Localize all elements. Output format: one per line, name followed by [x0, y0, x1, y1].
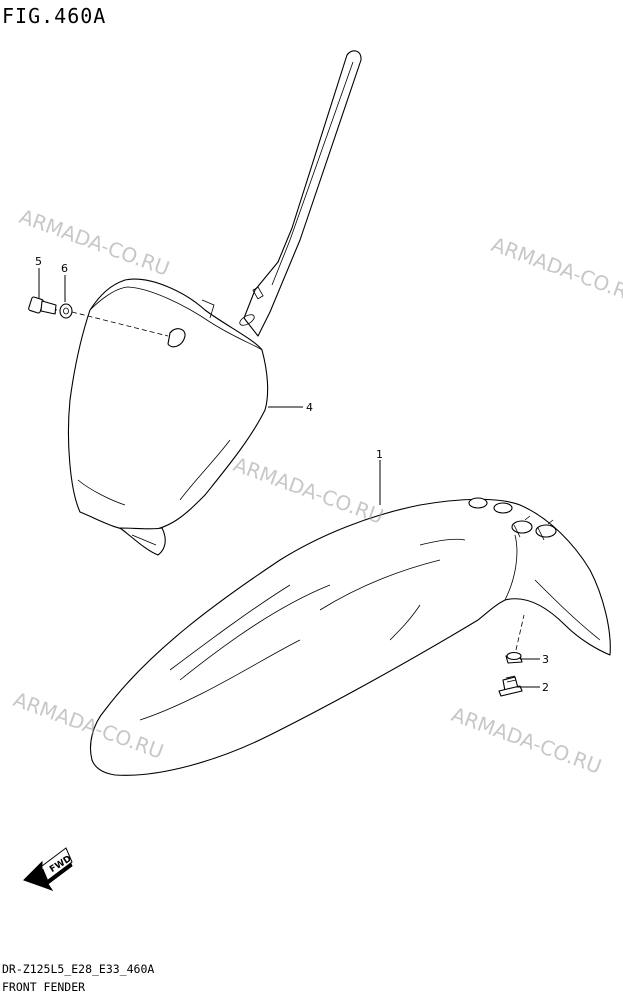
bolt-part [28, 296, 58, 315]
watermark: ARMADA-CO.RU [488, 232, 623, 309]
figure-code: DR-Z125L5_E28_E33_460A [2, 962, 155, 976]
screw-part [498, 675, 523, 697]
figure-title: FIG.460A [2, 4, 107, 28]
assembly-line [71, 311, 169, 337]
callout-4: 4 [306, 401, 313, 414]
number-plate-part [67, 50, 362, 556]
callout-2: 2 [542, 681, 549, 694]
callout-6: 6 [61, 262, 68, 275]
callout-1: 1 [376, 448, 383, 461]
front-fender-part [89, 497, 611, 776]
assembly-line [515, 614, 525, 651]
fwd-arrow-icon: FWD [23, 847, 73, 891]
callout-5: 5 [35, 255, 42, 268]
watermark: ARMADA-CO.RU [448, 702, 605, 779]
washer-part [59, 303, 73, 319]
figure-caption: FRONT FENDER [2, 980, 86, 994]
watermark: ARMADA-CO.RU [230, 452, 387, 529]
watermark: ARMADA-CO.RU [16, 204, 173, 281]
nut-part [505, 651, 523, 664]
callout-3: 3 [542, 653, 549, 666]
